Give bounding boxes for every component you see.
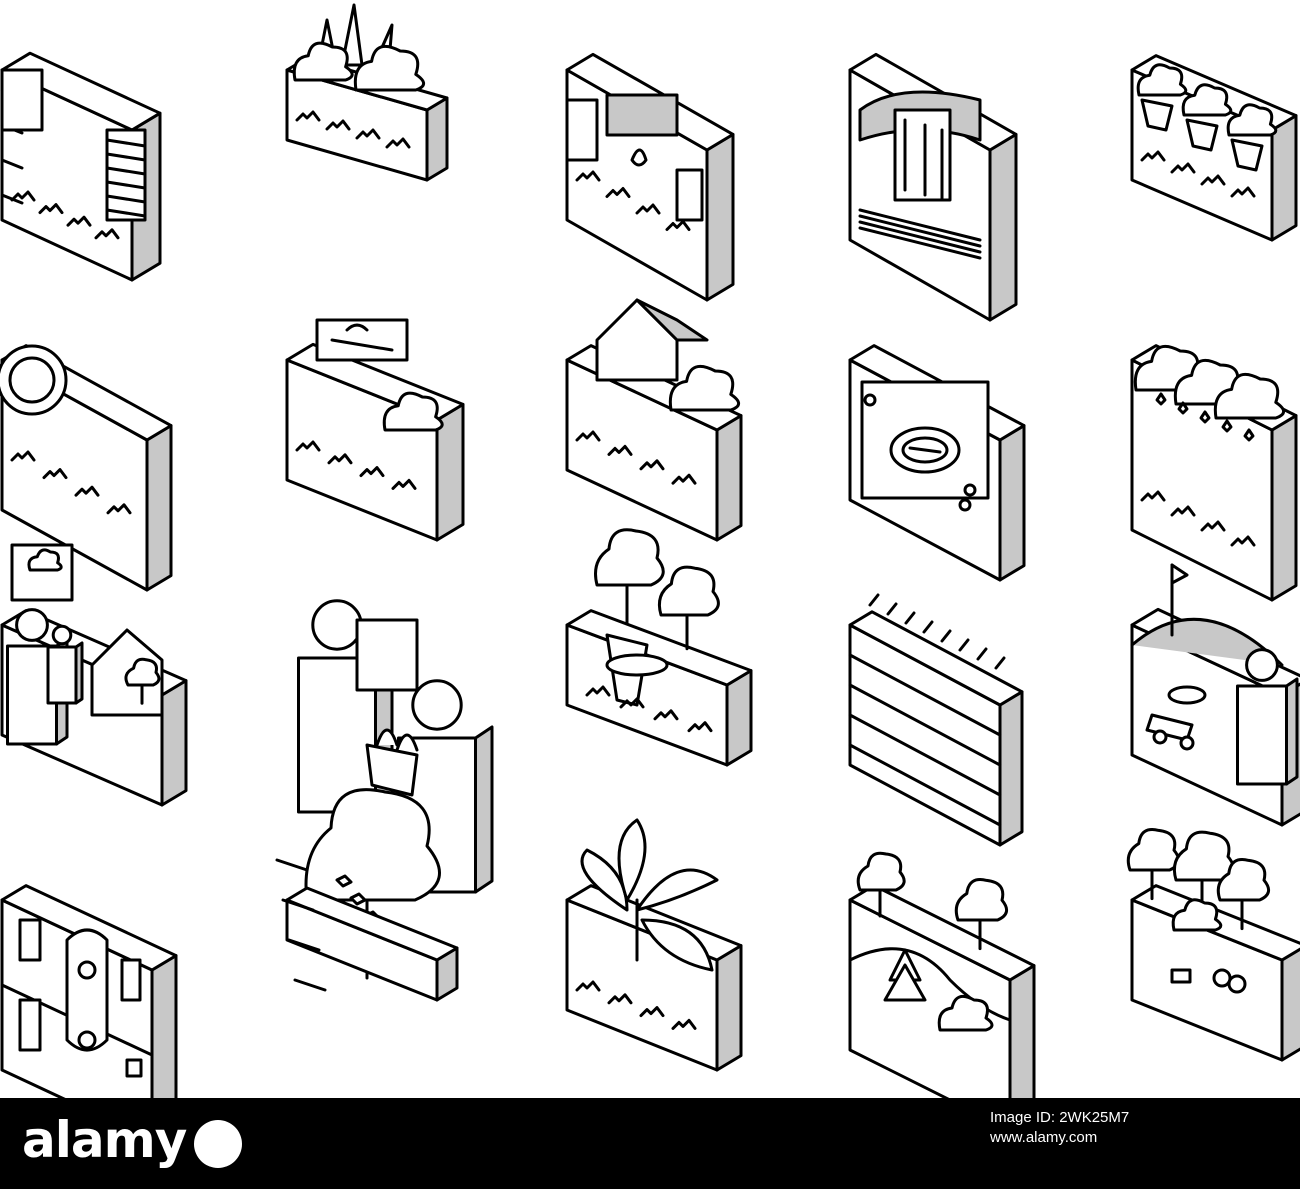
park-trees-icon: [1126, 828, 1300, 1090]
hill-landscape-icon: [848, 830, 1036, 1132]
garden-sign-icon: [285, 290, 465, 550]
brand-mark-icon: [194, 1119, 243, 1168]
windy-tree-icon: [275, 788, 459, 1090]
grass-lawn-icon: [848, 555, 1024, 847]
image-id: Image ID: 2WK25M7: [990, 1109, 1130, 1126]
planted-trees-icon: [565, 528, 753, 815]
site-url: www.alamy.com: [990, 1129, 1098, 1146]
garden-plan-icon: [0, 830, 178, 1142]
image-meta: Image ID: 2WK25M7 www.alamy.com: [990, 1108, 1270, 1148]
pond-plan-icon: [848, 290, 1026, 582]
garden-wall-icon: [565, 0, 735, 302]
watermark-footer: alamy Image ID: 2WK25M7 www.alamy.com: [0, 1098, 1300, 1189]
round-lamp-lawn-icon: [0, 290, 173, 592]
bush-planters-icon: [1130, 0, 1300, 260]
flower-bed-icon: [285, 0, 455, 260]
brand-logo: alamy: [22, 1110, 243, 1170]
waterfall-icon: [848, 0, 1018, 322]
consultant-house-icon: [0, 543, 188, 815]
palm-plant-icon: [565, 818, 743, 1090]
house-garden-icon: [565, 290, 743, 550]
brick-fence-icon: [0, 0, 170, 282]
flowering-hedge-icon: [1130, 290, 1300, 602]
landscapers-talking-icon: [285, 555, 494, 894]
icon-sheet: [0, 0, 1300, 1142]
lawn-mower-worker-icon: [1130, 555, 1300, 827]
